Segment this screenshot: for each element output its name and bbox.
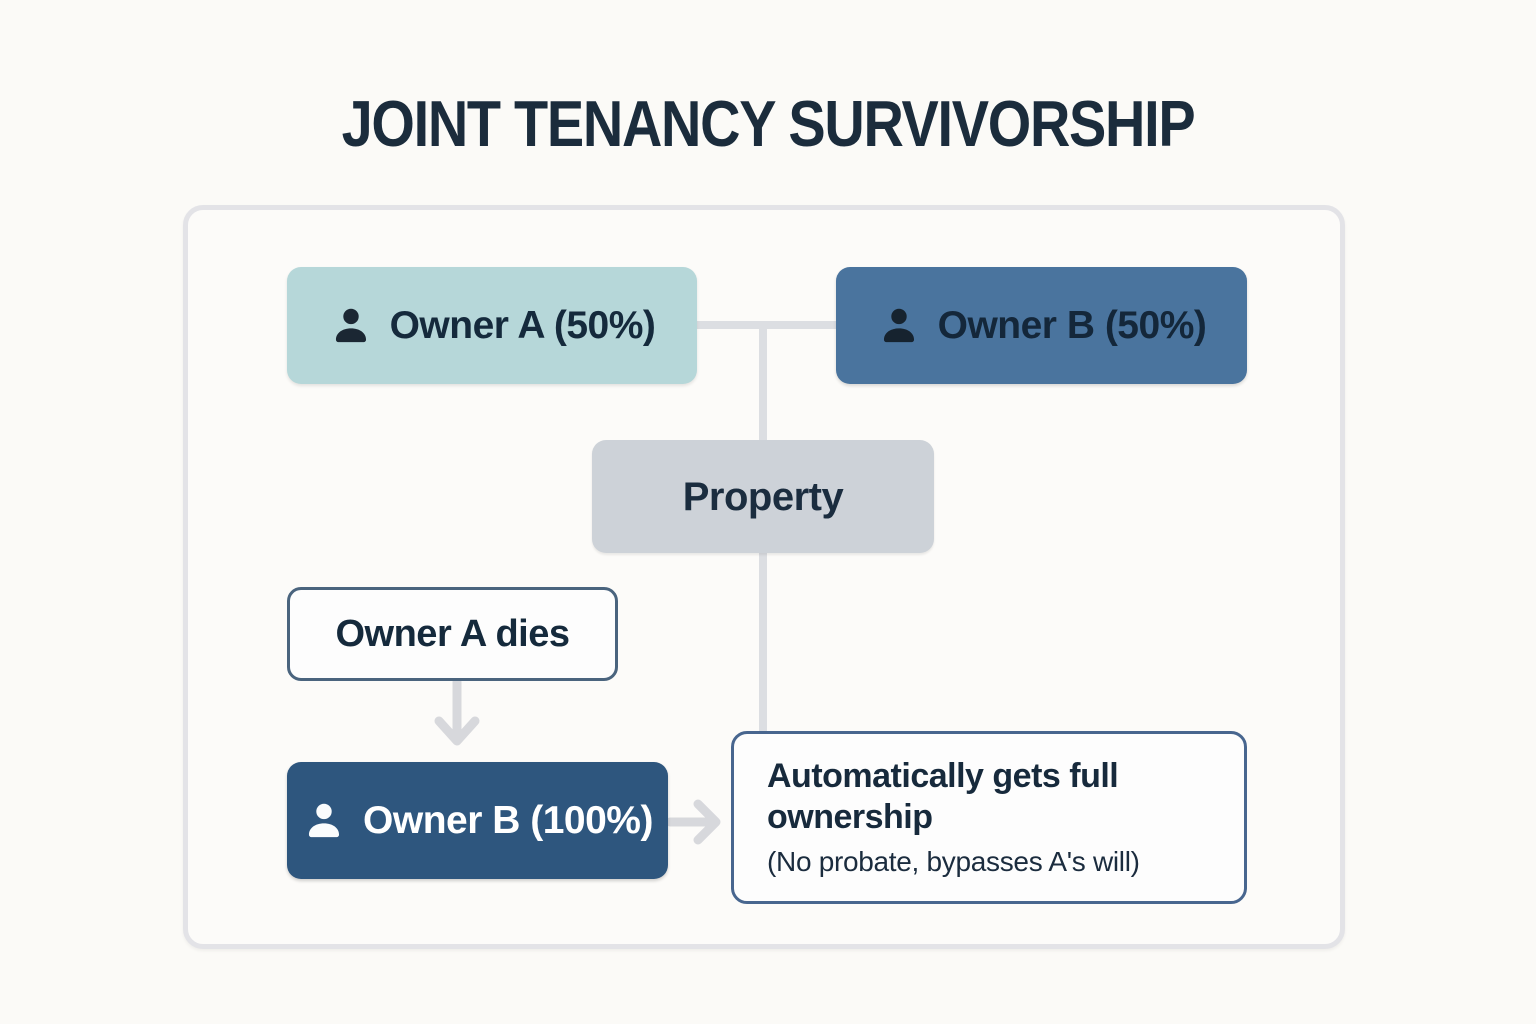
page-title: JOINT TENANCY SURVIVORSHIP [341,87,1196,160]
arrow-down-icon [427,677,487,759]
arrow-right-icon [666,794,724,850]
node-owner-b-label: Owner B (50%) [937,304,1207,347]
node-owner-b: Owner B (50%) [836,267,1247,384]
person-icon [877,304,921,348]
connector-owners-to-property [759,321,767,440]
person-icon [329,304,373,348]
node-owner-a-dies: Owner A dies [287,587,618,681]
node-owner-a-label: Owner A (50%) [389,304,656,347]
node-outcome: Automatically gets full ownership (No pr… [731,731,1247,904]
connector-property-to-outcome [759,553,767,731]
node-property: Property [592,440,934,553]
node-owner-a-dies-label: Owner A dies [335,613,570,655]
node-outcome-title: Automatically gets full ownership [767,757,1119,836]
node-owner-b-full-label: Owner B (100%) [363,799,653,842]
node-outcome-subtitle: (No probate, bypasses A's will) [767,845,1140,877]
node-property-label: Property [682,474,844,519]
person-icon [302,799,346,843]
node-owner-b-full: Owner B (100%) [287,762,668,879]
node-owner-a: Owner A (50%) [287,267,697,384]
